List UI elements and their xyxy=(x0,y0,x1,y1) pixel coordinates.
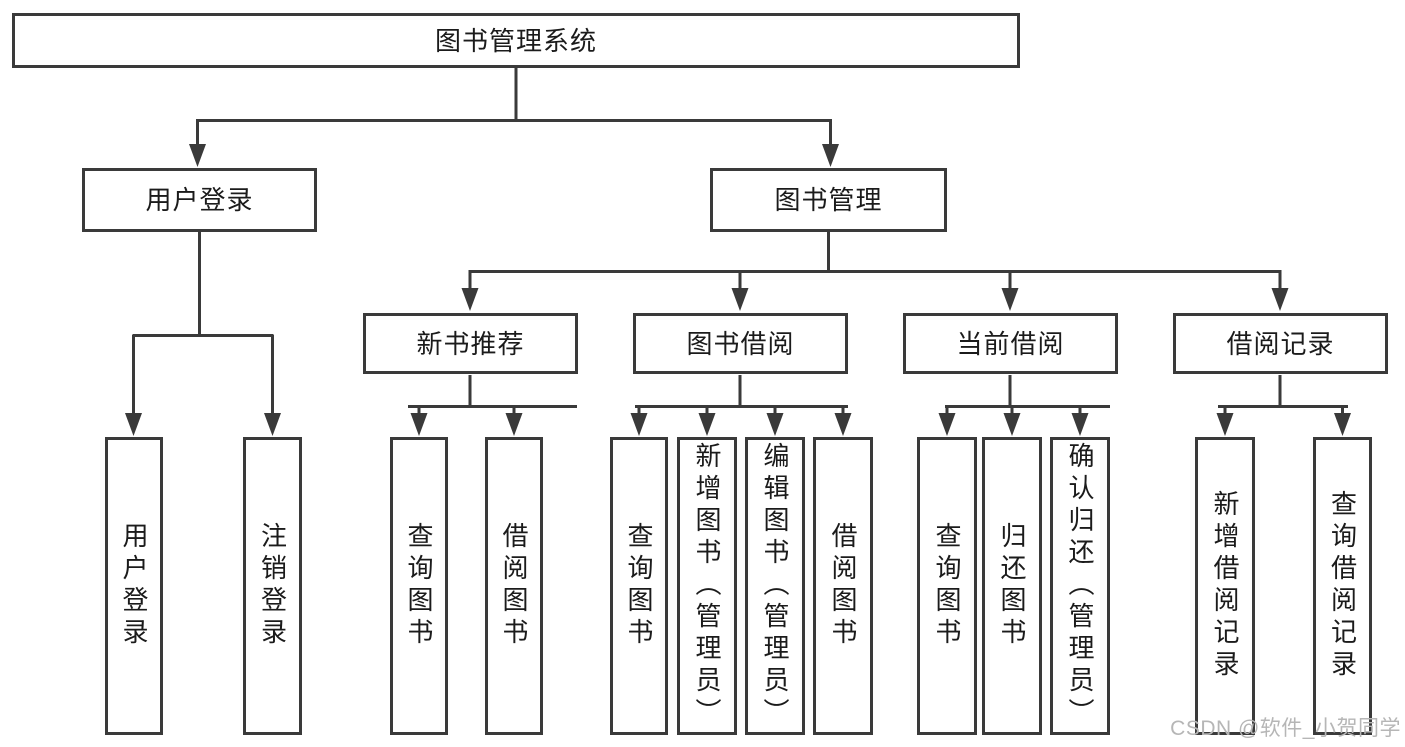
node-root-label: 图书管理系统 xyxy=(434,25,597,56)
leaf-borrow-books-recommendation: 借阅图书 xyxy=(485,437,543,735)
leaf-edit-books-admin-label: 编辑图书（管理员） xyxy=(760,442,790,730)
leaf-add-books-admin-label: 新增图书（管理员） xyxy=(692,442,722,730)
leaf-add-borrowing-record: 新增借阅记录 xyxy=(1195,437,1255,735)
node-new-book-recommendation-label: 新书推荐 xyxy=(416,328,525,359)
leaf-edit-books-admin: 编辑图书（管理员） xyxy=(745,437,805,735)
node-user-login-label: 用户登录 xyxy=(145,185,254,215)
leaf-query-books-current-label: 查询图书 xyxy=(932,522,962,650)
leaf-query-books-recommendation: 查询图书 xyxy=(390,437,448,735)
tree-edges xyxy=(132,68,1348,415)
leaf-logout-label: 注销登录 xyxy=(257,522,288,650)
node-borrowing-records: 借阅记录 xyxy=(1173,313,1388,374)
node-current-borrowing: 当前借阅 xyxy=(903,313,1118,374)
leaf-add-borrowing-record-label: 新增借阅记录 xyxy=(1210,490,1240,682)
node-new-book-recommendation: 新书推荐 xyxy=(363,313,578,374)
leaf-user-login-label: 用户登录 xyxy=(119,522,149,650)
leaf-logout: 注销登录 xyxy=(243,437,302,735)
node-borrowing-records-label: 借阅记录 xyxy=(1226,328,1335,359)
leaf-query-borrowing-record: 查询借阅记录 xyxy=(1313,437,1372,735)
arrowheads xyxy=(125,144,1351,436)
node-user-login: 用户登录 xyxy=(82,168,317,232)
leaf-query-books-borrowing: 查询图书 xyxy=(610,437,668,735)
node-book-management: 图书管理 xyxy=(710,168,947,232)
leaf-query-books-recommendation-label: 查询图书 xyxy=(404,522,434,650)
leaf-borrow-books-borrowing: 借阅图书 xyxy=(813,437,873,735)
leaf-confirm-return-admin: 确认归还（管理员） xyxy=(1050,437,1110,735)
leaf-user-login: 用户登录 xyxy=(105,437,163,735)
leaf-confirm-return-admin-label: 确认归还（管理员） xyxy=(1065,442,1095,730)
node-book-borrowing-label: 图书借阅 xyxy=(686,328,795,359)
leaf-query-books-borrowing-label: 查询图书 xyxy=(624,522,654,650)
leaf-query-books-current: 查询图书 xyxy=(917,437,977,735)
leaf-add-books-admin: 新增图书（管理员） xyxy=(677,437,737,735)
node-book-borrowing: 图书借阅 xyxy=(633,313,848,374)
node-root: 图书管理系统 xyxy=(12,13,1020,68)
node-current-borrowing-label: 当前借阅 xyxy=(956,328,1065,359)
leaf-query-borrowing-record-label: 查询借阅记录 xyxy=(1327,490,1358,682)
watermark: CSDN @软件_小贺同学 xyxy=(1170,717,1401,740)
node-book-management-label: 图书管理 xyxy=(774,185,883,215)
leaf-borrow-books-borrowing-label: 借阅图书 xyxy=(828,522,858,650)
leaf-return-books: 归还图书 xyxy=(982,437,1042,735)
leaf-borrow-books-recommendation-label: 借阅图书 xyxy=(499,522,529,650)
leaf-return-books-label: 归还图书 xyxy=(997,522,1027,650)
